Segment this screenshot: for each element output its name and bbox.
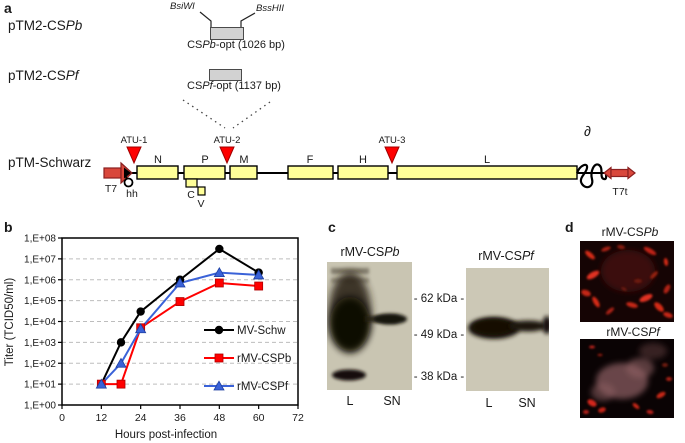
atu-marker-2 [219, 146, 235, 165]
t7t-label: T7t [612, 186, 627, 198]
x-tick-label: 0 [59, 412, 65, 424]
atu-label-3: ATU-3 [379, 135, 406, 146]
delta-label: ∂ [584, 123, 591, 139]
gene-box-F [287, 165, 334, 180]
marker-38kda: - 38 kDa - [413, 371, 465, 383]
legend-label-rMV-CSPb: rMV-CSPb [237, 353, 291, 365]
growth-curve-chart: 1,E+00 1,E+01 1,E+02 1,E+03 1,E+04 1,E+05 1,E+… [4, 234, 304, 442]
y-tick-label: 1,E+08 [24, 234, 56, 245]
blot-2-title: rMV-CSPf [478, 249, 534, 263]
gene-box-L [396, 165, 578, 180]
enzyme-site-bsshii: BssHII [256, 3, 284, 14]
marker-62kda: - 62 kDa - [413, 293, 465, 305]
y-tick-label: 1,E+05 [24, 296, 56, 307]
series-markers-rMV-CSPf [95, 266, 265, 389]
western-blot-cspf [466, 268, 549, 391]
blot-2-lane-sn: SN [518, 396, 536, 410]
legend-label-rMV-CSPf: rMV-CSPf [237, 381, 289, 393]
gene-label-N: N [154, 154, 162, 166]
atu-marker-1 [126, 146, 142, 165]
cspb-insert-box [210, 27, 244, 40]
blot-2-lane-l: L [485, 396, 493, 410]
cspb-insert-label: CSPb-opt (1026 bp) [187, 39, 285, 51]
gene-label-C: C [187, 189, 195, 201]
y-axis-title: Titer (TCID50/ml) [4, 278, 16, 367]
panel-d-letter: d [565, 219, 574, 235]
gene-label-P: P [201, 154, 208, 166]
blot-1-title: rMV-CSPb [340, 245, 400, 259]
cspf-insert-box [209, 69, 242, 81]
atu-label-2: ATU-2 [214, 135, 241, 146]
gene-label-M: M [239, 154, 248, 166]
gene-box-P [183, 165, 226, 180]
hh-label: hh [126, 188, 138, 200]
panel-b-letter: b [4, 219, 13, 235]
gene-box-V [197, 186, 206, 196]
y-tick-label: 1,E+04 [24, 317, 56, 328]
series-line-MV-Schw [100, 247, 260, 385]
y-tick-label: 1,E+06 [24, 275, 56, 286]
gene-label-F: F [307, 154, 314, 166]
fluorescence-micrograph-cspb [580, 241, 674, 322]
cspf-insert-label: CSPf-opt (1137 bp) [187, 80, 281, 92]
marker-49kda: - 49 kDa - [413, 329, 465, 341]
construct-2-name: pTM2-CSPf [8, 68, 79, 83]
atu-marker-3 [384, 146, 400, 165]
x-tick-label: 72 [292, 412, 304, 424]
gene-label-L: L [484, 154, 490, 166]
x-tick-label: 24 [135, 412, 147, 424]
micrograph-2-title: rMV-CSPf [606, 325, 660, 339]
construct-1-name: pTM2-CSPb [8, 18, 83, 33]
gene-label-H: H [359, 154, 367, 166]
t7-promoter-arrow [103, 167, 122, 179]
enzyme-site-bsiwi: BsiWI [170, 1, 195, 12]
panel-a-letter: a [4, 0, 12, 16]
y-tick-label: 1,E+03 [24, 338, 56, 349]
blot-1-lane-sn: SN [383, 394, 401, 408]
enzyme-connector-lines [199, 11, 256, 28]
gene-box-M [229, 165, 258, 180]
gene-box-N [136, 165, 179, 180]
genome-schematic: T7 hh N P M F H L CV ATU-1 ATU-2 ATU-3 ∂ T7t [103, 99, 636, 210]
y-tick-label: 1,E+01 [24, 380, 56, 391]
y-tick-label: 1,E+00 [24, 401, 56, 412]
micrograph-1-title: rMV-CSPb [601, 225, 659, 239]
blot-1-lane-l: L [346, 394, 354, 408]
y-tick-label: 1,E+07 [24, 254, 56, 265]
panel-c-letter: c [328, 219, 336, 235]
gene-box-H [337, 165, 389, 180]
legend-label-MV-Schw: MV-Schw [237, 325, 286, 337]
x-tick-label: 12 [95, 412, 107, 424]
x-tick-label: 36 [174, 412, 186, 424]
plot-frame [61, 237, 299, 406]
gene-box-C [185, 178, 198, 188]
t7-label: T7 [105, 183, 117, 195]
gene-label-V: V [197, 198, 204, 210]
x-tick-label: 60 [253, 412, 265, 424]
atu-label-1: ATU-1 [121, 135, 148, 146]
x-axis-title: Hours post-infection [115, 429, 217, 441]
hh-ribozyme-icon [123, 177, 134, 188]
delta-ribozyme-icon [575, 163, 608, 189]
genome-name: pTM-Schwarz [8, 155, 92, 170]
y-tick-label: 1,E+02 [24, 359, 56, 370]
western-blot-cspb [327, 262, 412, 390]
x-tick-label: 48 [213, 412, 225, 424]
fluorescence-micrograph-cspf [580, 339, 674, 418]
